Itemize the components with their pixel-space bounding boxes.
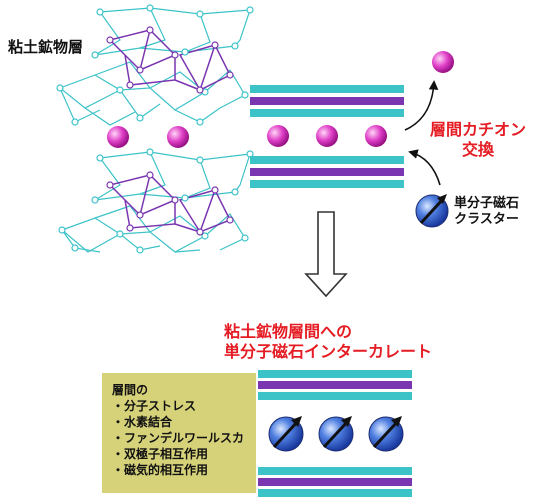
interaction-item: ・分子ストレス [112, 399, 197, 413]
layer-purple [250, 168, 404, 176]
smm-cluster-icon [268, 416, 304, 452]
exiting-cation [432, 51, 454, 73]
cation [316, 125, 338, 147]
interaction-item: ・磁気的相互作用 [112, 463, 209, 477]
clay-crystal-upper [56, 4, 254, 126]
cation-exchange-line-1: 層間カチオン [430, 120, 527, 139]
cation-exchange-label: 層間カチオン 交換 [430, 120, 526, 160]
layer-stack-top-schematic [250, 85, 404, 188]
layer-teal [258, 392, 412, 400]
smm-cluster-icon [368, 416, 404, 452]
layer-purple [258, 478, 412, 486]
process-down-arrow [304, 211, 348, 298]
smm-in-arrow [408, 149, 441, 186]
cation [167, 126, 189, 148]
interaction-item: ・双極子相互作用 [112, 447, 209, 461]
intercalation-heading-line-1: 粘土鉱物層間への [224, 322, 353, 341]
smm-cluster-label: 単分子磁石 クラスター [454, 196, 519, 228]
cation [107, 126, 129, 148]
interaction-item: ・ファンデルワールスカ [112, 431, 245, 445]
clay-mineral-layer-label: 粘土鉱物層 [8, 38, 84, 56]
interaction-list-title: 層間の [112, 383, 149, 397]
layer-teal [258, 489, 412, 497]
smm-cluster-line-2: クラスター [454, 212, 519, 227]
layer-teal [250, 180, 404, 188]
clay-crystal-lower [58, 148, 254, 254]
layer-stack-bottom [258, 370, 412, 497]
interaction-list: 層間の ・分子ストレス ・水素結合 ・ファンデルワールスカ ・双極子相互作用 ・… [112, 382, 244, 478]
cation-exchange-line-2: 交換 [462, 140, 495, 159]
intercalated-smm-clusters [268, 416, 404, 452]
smm-cluster-icon [318, 416, 354, 452]
layer-purple [258, 381, 412, 389]
layer-teal [250, 109, 404, 117]
cation [267, 125, 289, 147]
layer-teal [258, 370, 412, 378]
interaction-box [102, 373, 256, 493]
layer-teal [250, 156, 404, 164]
interaction-item: ・水素結合 [112, 415, 173, 429]
layer-teal [250, 85, 404, 93]
layer-purple [250, 97, 404, 105]
smm-cluster-line-1: 単分子磁石 [454, 196, 520, 211]
intercalation-heading: 粘土鉱物層間への 単分子磁石インターカレート [224, 322, 432, 362]
cation-out-arrow [404, 80, 439, 131]
intercalation-heading-line-2: 単分子磁石インターカレート [224, 342, 433, 361]
interlayer-cations-left [107, 126, 189, 148]
smm-cluster-icon [415, 194, 449, 228]
layer-teal [258, 467, 412, 475]
cation [365, 125, 387, 147]
